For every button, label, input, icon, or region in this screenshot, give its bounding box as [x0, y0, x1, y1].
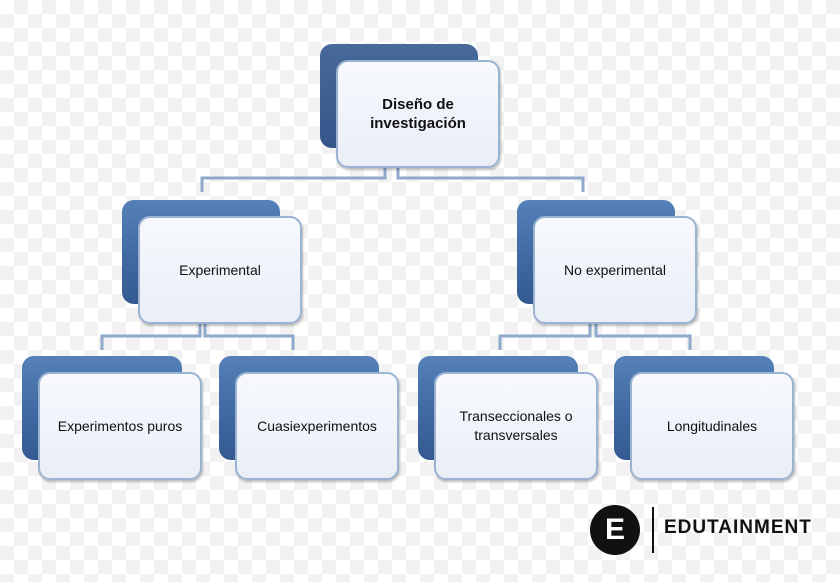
node-experimental: Experimental	[122, 200, 302, 326]
edutainment-watermark: E EDUTAINMENT	[590, 505, 822, 555]
connector-experimental-cuasi	[203, 323, 295, 350]
logo-letter: E	[604, 513, 625, 546]
connector-root-experimental	[200, 166, 387, 192]
node-experimentos-puros: Experimentos puros	[22, 356, 202, 482]
connector-experimental-puros	[100, 323, 202, 350]
node-label: Cuasiexperimentos	[257, 417, 377, 434]
node-cuasiexperimentos: Cuasiexperimentos	[219, 356, 399, 482]
node-label-line: Transeccionales o	[459, 408, 573, 424]
brand-name: EDUTAINMENT	[664, 517, 812, 538]
node-no-experimental: No experimental	[517, 200, 697, 326]
edutainment-logo-icon: E	[590, 505, 640, 555]
brand-divider	[652, 507, 654, 553]
node-label-line: transversales	[474, 427, 558, 443]
connector-root-no-experimental	[396, 166, 585, 192]
connector-noexp-longitudinales	[594, 323, 692, 350]
node-label-line: investigación	[370, 115, 466, 132]
node-diseno-investigacion: Diseño de investigación	[320, 44, 500, 168]
node-label-line: Diseño de	[382, 96, 454, 113]
node-longitudinales: Longitudinales	[614, 356, 794, 482]
node-label: Longitudinales	[666, 417, 758, 434]
connector-noexp-transeccionales	[498, 323, 592, 350]
node-label: Experimental	[179, 261, 261, 278]
node-label: No experimental	[564, 261, 666, 278]
node-label: Experimentos puros	[57, 417, 183, 434]
node-transeccionales: Transeccionales o transversales	[418, 356, 598, 482]
